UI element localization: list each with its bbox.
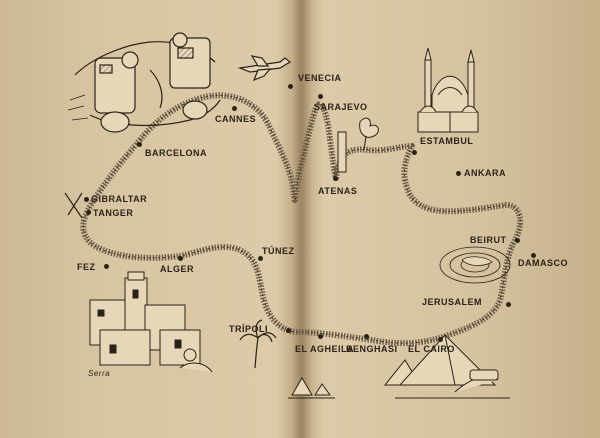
city-label-venecia: VENECIA bbox=[298, 73, 342, 83]
city-dot-jerusalem bbox=[506, 302, 511, 307]
city-dot-elagheila bbox=[318, 334, 323, 339]
city-label-elagheila: EL AGHEILA bbox=[295, 344, 355, 354]
column-illustration bbox=[337, 117, 379, 173]
book-gutter bbox=[292, 0, 312, 438]
city-label-barcelona: BARCELONA bbox=[145, 148, 207, 158]
town-illustration bbox=[89, 271, 213, 373]
city-label-estambul: ESTAMBUL bbox=[420, 136, 474, 146]
city-label-atenas: ATENAS bbox=[318, 186, 358, 196]
city-label-benghasi: BENGHASI bbox=[346, 344, 398, 354]
city-label-ankara: ANKARA bbox=[464, 168, 506, 178]
city-label-tanger: TANGER bbox=[93, 208, 134, 218]
car-illustration bbox=[67, 32, 221, 133]
palm-tree-illustration bbox=[239, 319, 277, 369]
city-dot-benghasi bbox=[364, 334, 369, 339]
city-dot-elcairo bbox=[438, 337, 443, 342]
camp-illustration bbox=[288, 377, 335, 399]
mosque-illustration bbox=[417, 47, 479, 133]
city-label-tunez: TÚNEZ bbox=[262, 246, 295, 256]
gibraltar-mark bbox=[64, 192, 83, 219]
city-dot-ankara bbox=[456, 171, 461, 176]
city-dot-tunez bbox=[258, 256, 263, 261]
city-dot-tripoli bbox=[286, 328, 291, 333]
artist-signature: Serra bbox=[88, 369, 111, 378]
pyramids-illustration bbox=[383, 334, 510, 399]
city-dot-fez bbox=[104, 264, 109, 269]
sea-swirl-illustration bbox=[439, 246, 511, 284]
city-dot-venecia bbox=[288, 84, 293, 89]
city-dot-alger bbox=[178, 256, 183, 261]
city-dot-sarajevo bbox=[318, 94, 323, 99]
city-dot-beirut bbox=[515, 238, 520, 243]
route-path bbox=[80, 92, 524, 347]
city-label-gibraltar: GIBRALTAR bbox=[91, 194, 148, 204]
city-label-cannes: CANNES bbox=[215, 114, 257, 124]
city-dot-barcelona bbox=[137, 142, 142, 147]
city-label-alger: ALGER bbox=[160, 264, 194, 274]
city-label-fez: FEZ bbox=[77, 262, 96, 272]
city-label-sarajevo: SARAJEVO bbox=[314, 102, 368, 112]
city-dot-cannes bbox=[232, 106, 237, 111]
city-label-beirut: BEIRUT bbox=[470, 235, 507, 245]
city-dot-tanger bbox=[86, 210, 91, 215]
city-dot-damasco bbox=[531, 253, 536, 258]
city-label-tripoli: TRÍPOLI bbox=[229, 324, 268, 334]
city-dot-gibraltar bbox=[84, 197, 89, 202]
airplane-icon bbox=[237, 55, 292, 82]
city-label-damasco: DAMASCO bbox=[518, 258, 568, 268]
city-dot-atenas bbox=[333, 176, 338, 181]
city-label-jerusalem: JERUSALEM bbox=[422, 297, 483, 307]
city-label-elcairo: EL CAIRO bbox=[408, 344, 455, 354]
city-dot-estambul bbox=[412, 150, 417, 155]
